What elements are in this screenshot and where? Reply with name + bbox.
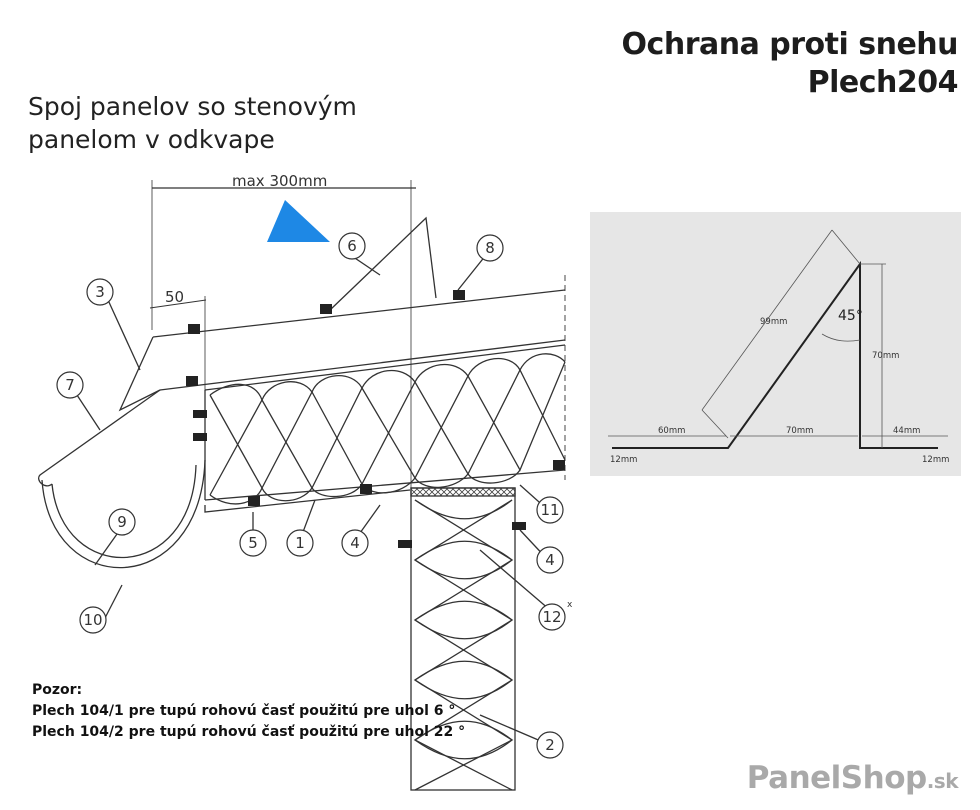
notes-heading: Pozor: (32, 682, 83, 698)
title-line-2: Plech204 (807, 65, 959, 100)
dimension-max-300: max 300mm (232, 172, 327, 190)
fastener-screws (186, 290, 565, 548)
profile-detail: 99mm 70mm 60mm 70mm 44mm 12mm 12mm 45° (590, 212, 961, 476)
snow-marker-icon (267, 200, 330, 242)
profile-base-right-dim: 44mm (893, 426, 920, 436)
profile-height-dim: 70mm (872, 351, 899, 361)
profile-base-mid-dim: 70mm (786, 426, 813, 436)
callout-10: 9 (117, 513, 127, 531)
profile-base-left-dim: 60mm (658, 426, 685, 436)
callout-5: 5 (248, 534, 258, 552)
snow-guard-profile: 99mm 70mm 60mm 70mm 44mm 12mm 12mm 45° (608, 229, 949, 465)
brand-tld: .sk (926, 769, 959, 793)
callout-2: 2 (545, 736, 555, 754)
callout-7: 8 (485, 239, 495, 257)
subtitle-line-2: panelom v odkvape (28, 125, 275, 154)
notes-line-2: Plech 104/2 pre tupú rohovú časť použitú… (32, 724, 466, 740)
profile-hem-right-dim: 12mm (922, 455, 949, 465)
callout-8: 7 (65, 376, 75, 394)
callout-12: 12 (542, 608, 561, 626)
callout-9: 11 (540, 501, 559, 519)
callout-4b: 4 (545, 551, 555, 569)
notes-line-1: Plech 104/1 pre tupú rohovú časť použitú… (32, 703, 456, 719)
callout-11: 10 (83, 611, 102, 629)
brand-name: PanelShop (746, 760, 927, 796)
page-title: Ochrana proti snehu Plech204 (621, 26, 959, 102)
callout-3: 3 (95, 283, 105, 301)
warning-notes: Pozor: Plech 104/1 pre tupú rohovú časť … (32, 680, 465, 743)
profile-angle: 45° (838, 308, 863, 324)
drawing-subtitle: Spoj panelov so stenovým panelom v odkva… (28, 90, 357, 156)
profile-hem-left-dim: 12mm (610, 455, 637, 465)
callout-6: 6 (347, 237, 357, 255)
callout-4a: 4 (350, 534, 360, 552)
brand-logo: PanelShop.sk (746, 760, 959, 796)
profile-slope-dim: 99mm (760, 317, 787, 327)
title-line-1: Ochrana proti snehu (621, 27, 959, 62)
dimension-50: 50 (165, 288, 184, 306)
callout-12-mark: x (567, 600, 573, 610)
subtitle-line-1: Spoj panelov so stenovým (28, 92, 357, 121)
callout-1: 1 (295, 534, 305, 552)
